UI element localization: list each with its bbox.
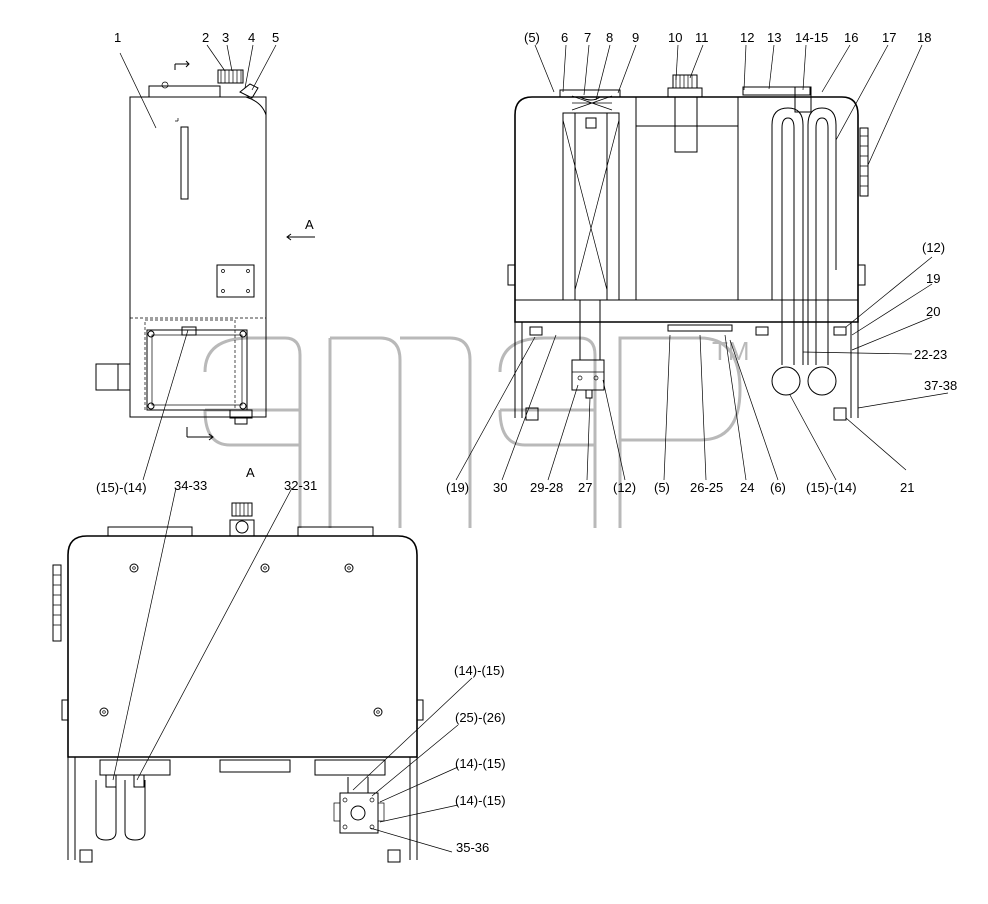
label-16: 16 [844,30,858,45]
front-section-view: (5) 6 7 8 9 10 11 12 13 14-15 16 17 18 (… [446,30,957,495]
label-19: 19 [926,271,940,286]
label-37-38: 37-38 [924,378,957,393]
label-8: 8 [606,30,613,45]
label-14-15-c: (14)-(15) [455,793,506,808]
label-12p-bottom: (12) [613,480,636,495]
label-6p-bottom: (6) [770,480,786,495]
view-a: A [52,465,506,863]
label-12: 12 [740,30,754,45]
watermark-logo: TM [203,336,750,528]
label-4: 4 [248,30,255,45]
label-30: 30 [493,480,507,495]
label-2: 2 [202,30,209,45]
side-view: A 1 2 3 4 5 (15)-(14) [95,30,315,495]
label-15-14-front: (15)-(14) [806,480,857,495]
label-5p-bottom: (5) [654,480,670,495]
label-14-15-b: (14)-(15) [455,756,506,771]
label-9: 9 [632,30,639,45]
label-3: 3 [222,30,229,45]
label-5: 5 [272,30,279,45]
label-34-33: 34-33 [174,478,207,493]
label-19p-bottom: (19) [446,480,469,495]
arrow-a-label: A [305,217,314,232]
label-18: 18 [917,30,931,45]
label-35-36: 35-36 [456,840,489,855]
label-26-25: 26-25 [690,480,723,495]
label-29-28: 29-28 [530,480,563,495]
label-14-15-a: (14)-(15) [454,663,505,678]
label-12p-right: (12) [922,240,945,255]
label-5p-top: (5) [524,30,540,45]
label-11: 11 [695,30,709,45]
label-20: 20 [926,304,940,319]
label-21: 21 [900,480,914,495]
label-24: 24 [740,480,754,495]
label-25-26: (25)-(26) [455,710,506,725]
label-10: 10 [668,30,682,45]
watermark-tm: TM [712,336,750,366]
label-15-14-side: (15)-(14) [96,480,147,495]
label-13: 13 [767,30,781,45]
label-22-23: 22-23 [914,347,947,362]
label-7: 7 [584,30,591,45]
label-6: 6 [561,30,568,45]
label-27: 27 [578,480,592,495]
label-14-15: 14-15 [795,30,828,45]
label-1: 1 [114,30,121,45]
label-17: 17 [882,30,896,45]
label-32-31: 32-31 [284,478,317,493]
view-a-title: A [246,465,255,480]
